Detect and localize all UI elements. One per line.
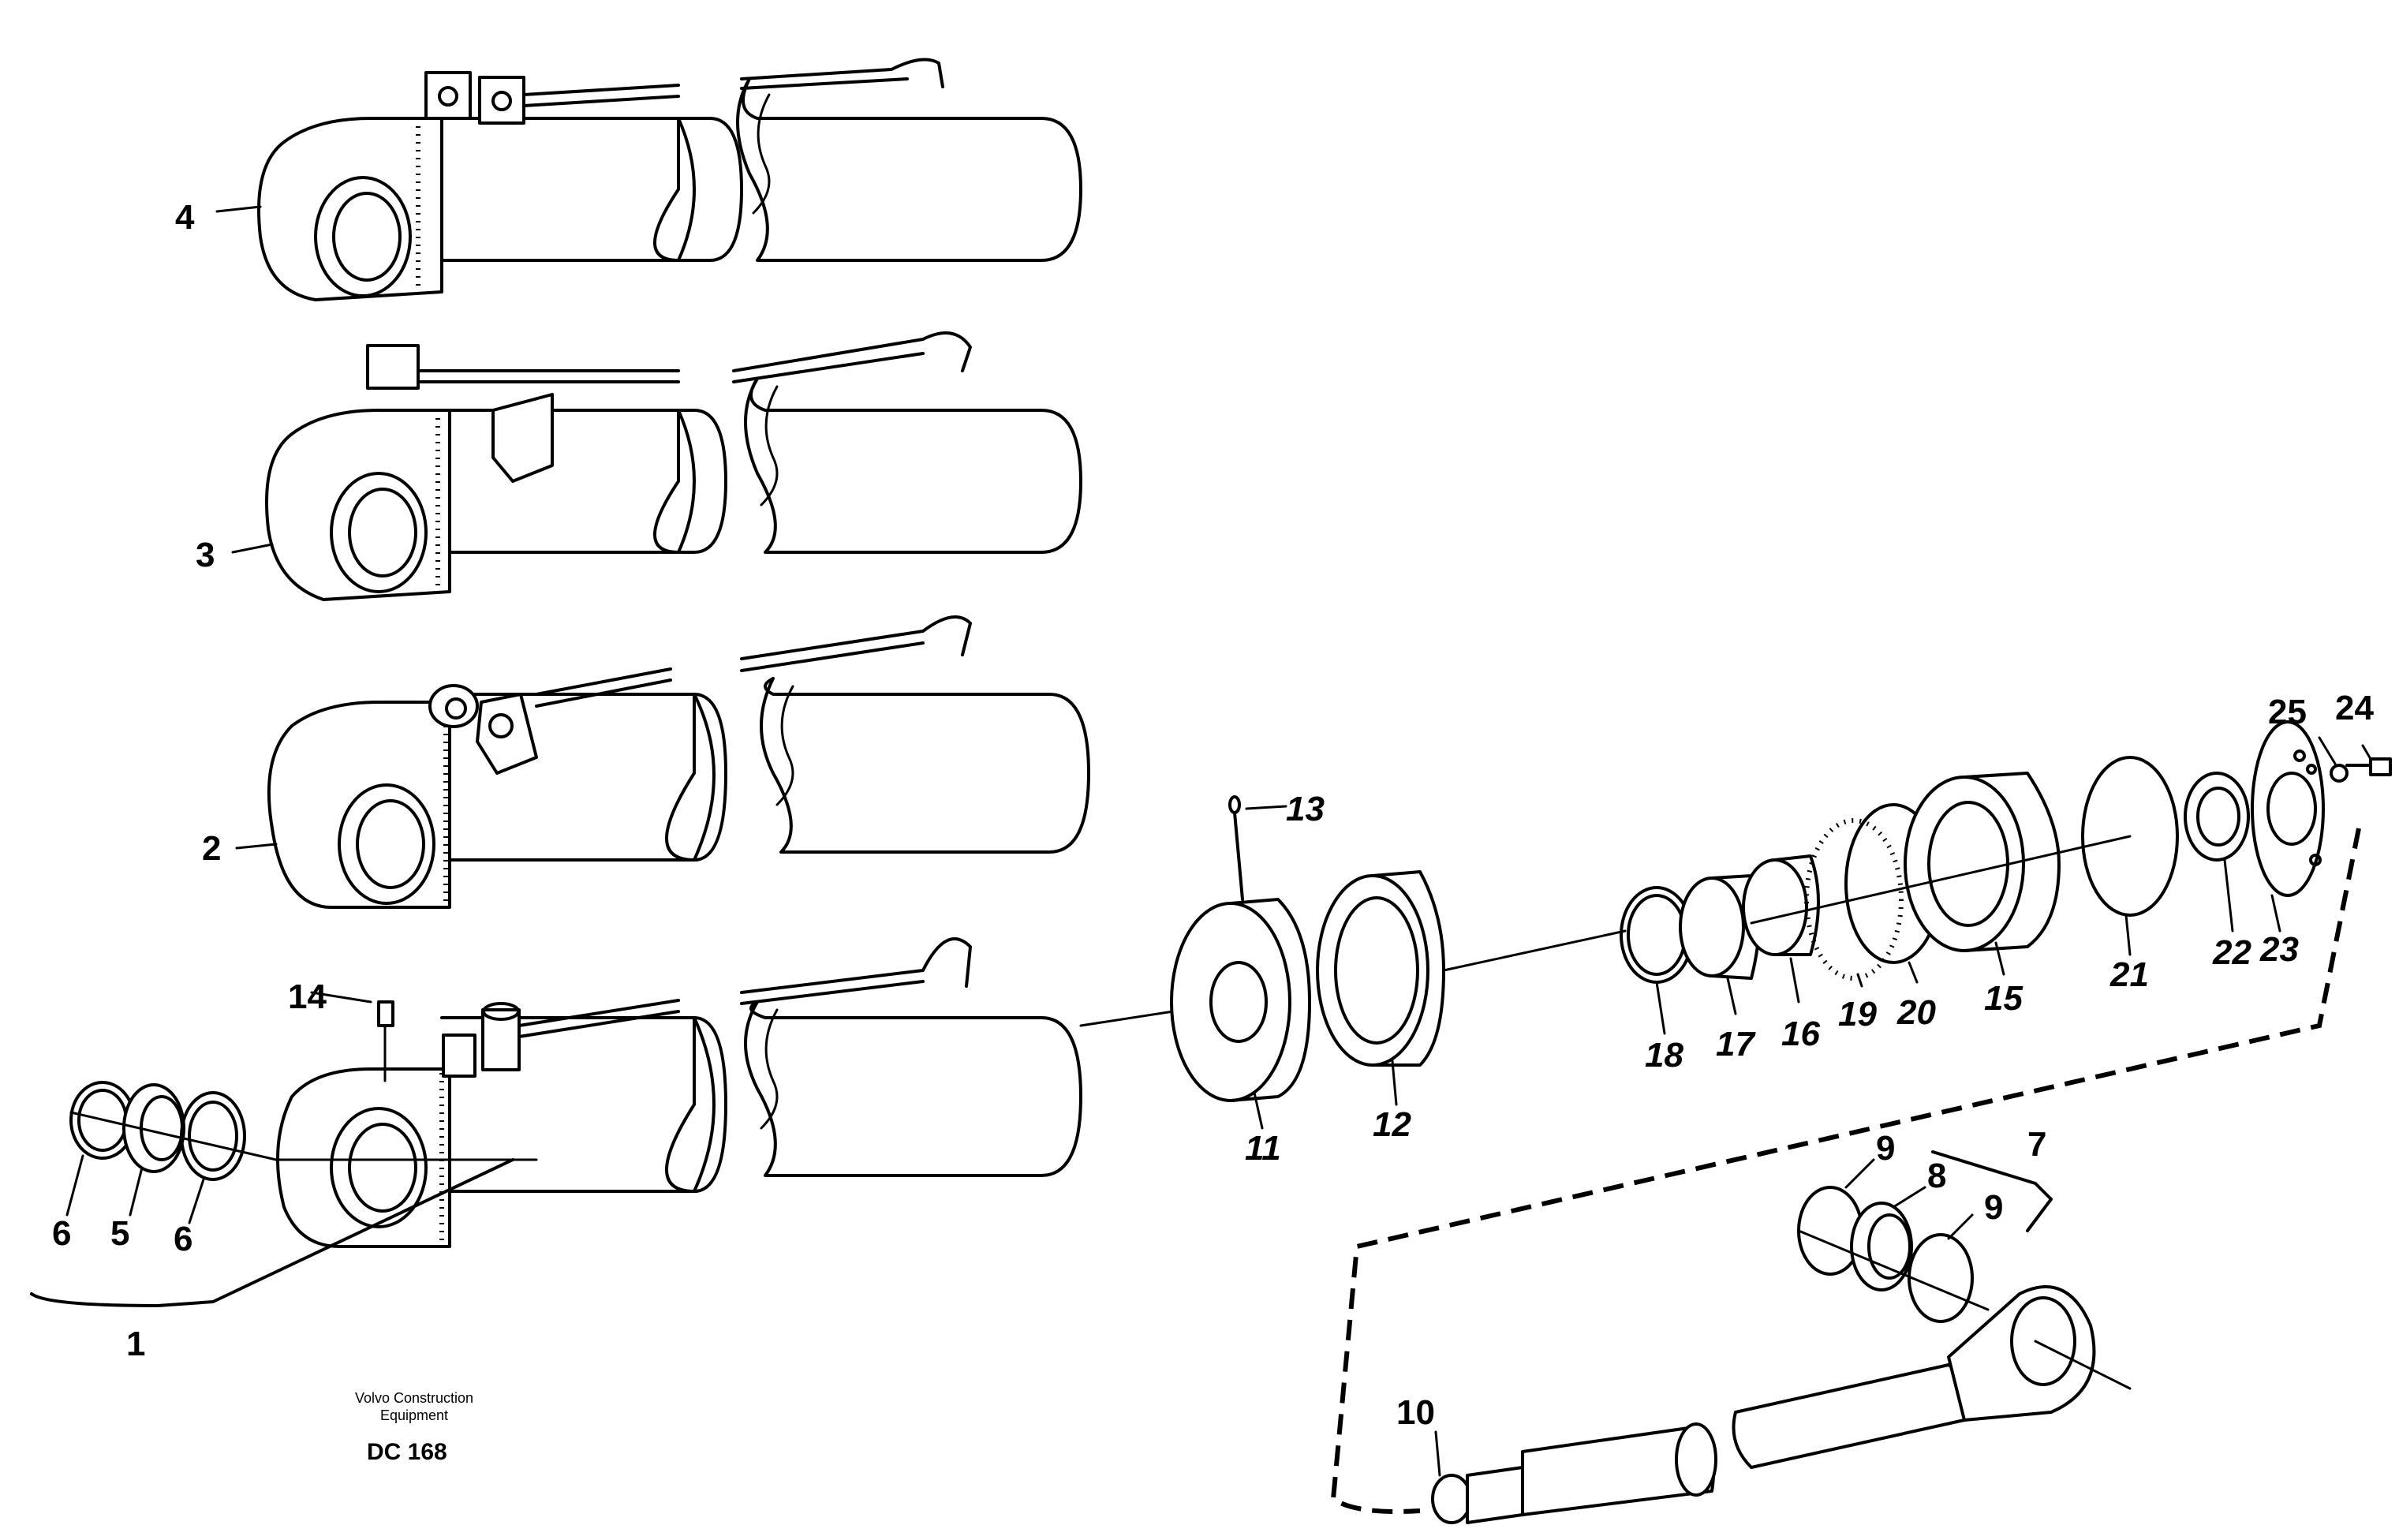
callout-8: 8 xyxy=(1927,1157,1946,1195)
cylinder-variant-4 xyxy=(257,58,1082,301)
callout-13: 13 xyxy=(1286,790,1325,828)
callout-16: 16 xyxy=(1781,1015,1820,1053)
callout-24: 24 xyxy=(2335,689,2374,727)
cylinder-variant-1 xyxy=(275,937,1082,1248)
drawing-code: DC 168 xyxy=(367,1439,447,1465)
credit-line-2: Equipment xyxy=(380,1407,448,1423)
callout-18: 18 xyxy=(1645,1036,1683,1075)
drawing-credit: Volvo Construction Equipment DC 168 xyxy=(355,1390,473,1465)
callout-23: 23 xyxy=(2259,930,2299,969)
callout-25: 25 xyxy=(2268,693,2307,731)
piston-rod-assembly xyxy=(1431,1186,2132,1524)
cylinder-variant-3 xyxy=(265,331,1082,601)
callout-2: 2 xyxy=(202,829,221,868)
bushing-and-circlips-left xyxy=(69,1081,278,1181)
rod-seal-kit xyxy=(1620,720,2392,984)
kit-boundary-dashed xyxy=(1330,828,2361,1514)
callout-17: 17 xyxy=(1716,1025,1756,1063)
group-bracket-1 xyxy=(30,1158,514,1307)
callout-7: 7 xyxy=(2027,1125,2046,1164)
callout-22: 22 xyxy=(2212,933,2251,972)
callout-11: 11 xyxy=(1245,1129,1281,1168)
callout-1: 1 xyxy=(126,1325,145,1363)
leader-lines xyxy=(65,205,2372,1477)
callout-9-top: 9 xyxy=(1876,1129,1895,1168)
callout-labels: 4 3 2 14 6 5 6 1 13 11 12 18 17 16 19 20… xyxy=(52,198,2374,1432)
callout-19: 19 xyxy=(1838,995,1877,1034)
callout-6-left: 6 xyxy=(52,1214,71,1253)
piston-and-gland xyxy=(1079,795,1627,1102)
group-bracket-7 xyxy=(1931,1150,2053,1232)
callout-9-right: 9 xyxy=(1984,1188,2003,1227)
callout-14: 14 xyxy=(288,977,327,1016)
callout-6-right: 6 xyxy=(174,1220,192,1258)
credit-line-1: Volvo Construction xyxy=(355,1390,473,1406)
callout-21: 21 xyxy=(2109,955,2149,994)
callout-3: 3 xyxy=(196,536,215,574)
callout-5: 5 xyxy=(110,1214,129,1253)
callout-20: 20 xyxy=(1896,993,1936,1032)
callout-4: 4 xyxy=(175,198,195,237)
callout-12: 12 xyxy=(1373,1105,1411,1144)
callout-10: 10 xyxy=(1396,1393,1435,1432)
callout-15: 15 xyxy=(1984,979,2023,1018)
cylinder-variant-2 xyxy=(267,615,1090,915)
